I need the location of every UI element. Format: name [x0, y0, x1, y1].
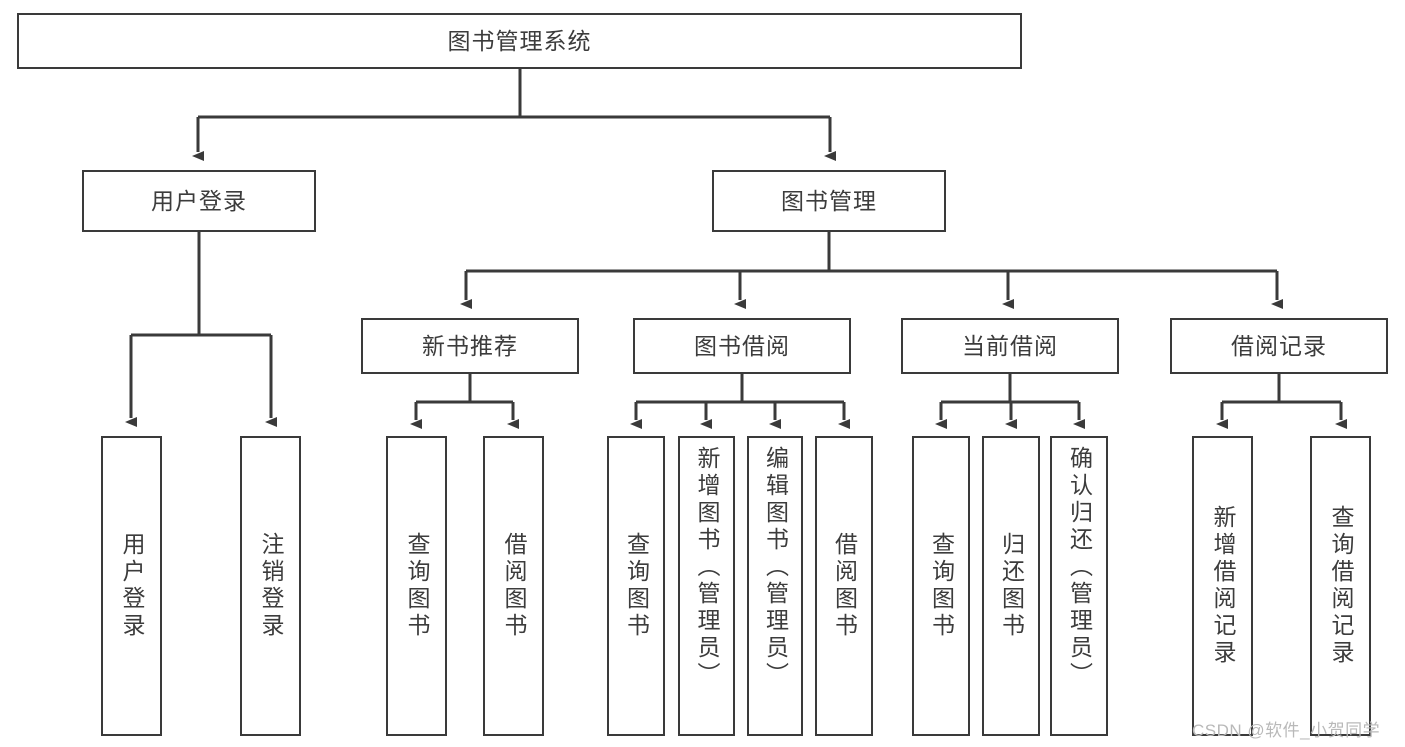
node-leaf-query-book-1[interactable]: 查询图书 — [386, 436, 447, 736]
node-current-borrow[interactable]: 当前借阅 — [901, 318, 1119, 374]
node-user-login-label: 用户登录 — [151, 187, 247, 214]
book-borrow-to-leaves-connector — [630, 374, 850, 429]
node-leaf-query-record-label: 查询借阅记录 — [1328, 505, 1354, 667]
node-leaf-return-book-label: 归还图书 — [998, 532, 1025, 640]
csdn-watermark: CSDN @软件_小贺同学 — [1192, 721, 1381, 740]
node-leaf-edit-book[interactable]: 编辑图书（管理员） — [747, 436, 803, 736]
node-leaf-confirm-return-label: 确认归还（管理员） — [1066, 446, 1093, 689]
node-user-login[interactable]: 用户登录 — [82, 170, 316, 232]
node-leaf-add-book-label: 新增图书（管理员） — [694, 446, 720, 689]
node-book-management[interactable]: 图书管理 — [712, 170, 946, 232]
node-leaf-add-record[interactable]: 新增借阅记录 — [1192, 436, 1253, 736]
user-login-to-leaves-connector — [125, 232, 277, 427]
node-leaf-add-record-label: 新增借阅记录 — [1210, 505, 1236, 667]
node-leaf-query-book-2-label: 查询图书 — [623, 532, 650, 640]
book-management-to-level3-connector — [460, 232, 1283, 309]
node-root[interactable]: 图书管理系统 — [17, 13, 1022, 69]
node-leaf-borrow-book-1-label: 借阅图书 — [501, 532, 527, 640]
node-leaf-confirm-return[interactable]: 确认归还（管理员） — [1050, 436, 1108, 736]
node-leaf-query-record[interactable]: 查询借阅记录 — [1310, 436, 1371, 736]
borrow-record-to-leaves-connector — [1216, 374, 1347, 429]
node-leaf-logout-label: 注销登录 — [258, 532, 284, 640]
node-root-label: 图书管理系统 — [447, 27, 592, 54]
node-borrow-record[interactable]: 借阅记录 — [1170, 318, 1388, 374]
node-leaf-edit-book-label: 编辑图书（管理员） — [762, 446, 789, 689]
node-leaf-borrow-book-2[interactable]: 借阅图书 — [815, 436, 873, 736]
node-leaf-user-login-label: 用户登录 — [119, 532, 145, 640]
node-book-borrow-label: 图书借阅 — [694, 332, 790, 359]
node-book-management-label: 图书管理 — [781, 187, 877, 214]
node-new-book-recommend-label: 新书推荐 — [422, 332, 518, 359]
node-leaf-query-book-3-label: 查询图书 — [928, 532, 955, 640]
node-leaf-query-book-2[interactable]: 查询图书 — [607, 436, 665, 736]
node-leaf-borrow-book-1[interactable]: 借阅图书 — [483, 436, 544, 736]
new-book-recommend-to-leaves-connector — [410, 374, 519, 429]
current-borrow-to-leaves-connector — [935, 374, 1085, 429]
node-leaf-borrow-book-2-label: 借阅图书 — [831, 532, 858, 640]
node-borrow-record-label: 借阅记录 — [1231, 332, 1327, 359]
node-leaf-add-book[interactable]: 新增图书（管理员） — [678, 436, 735, 736]
node-leaf-user-login[interactable]: 用户登录 — [101, 436, 162, 736]
node-new-book-recommend[interactable]: 新书推荐 — [361, 318, 579, 374]
node-leaf-return-book[interactable]: 归还图书 — [982, 436, 1040, 736]
node-book-borrow[interactable]: 图书借阅 — [633, 318, 851, 374]
node-leaf-logout[interactable]: 注销登录 — [240, 436, 301, 736]
root-to-level2-connector — [192, 69, 836, 161]
node-leaf-query-book-1-label: 查询图书 — [404, 532, 430, 640]
node-current-borrow-label: 当前借阅 — [962, 332, 1058, 359]
node-leaf-query-book-3[interactable]: 查询图书 — [912, 436, 970, 736]
